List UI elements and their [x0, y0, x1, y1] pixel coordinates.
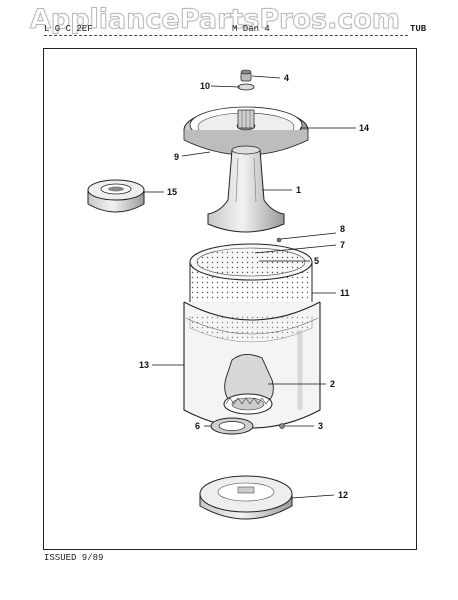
callout-12: 12	[338, 490, 348, 500]
diagram-frame	[43, 48, 417, 550]
callout-8: 8	[340, 224, 345, 234]
part-15-cap-assembly	[87, 179, 145, 213]
callout-5: 5	[314, 256, 319, 266]
callout-3: 3	[318, 421, 323, 431]
part-8-screw	[276, 237, 282, 243]
header-model-middle: M Dan 4	[232, 24, 270, 34]
callout-7: 7	[340, 240, 345, 250]
part-3-screw	[279, 423, 285, 429]
callout-labels: 4 10 14 9 1 15 8 7 5 11 13 2 6 3 12	[139, 73, 369, 500]
callout-15: 15	[167, 187, 177, 197]
header-rule	[44, 35, 408, 36]
part-10-nut	[237, 83, 255, 91]
issued-date: ISSUED 9/89	[44, 553, 104, 563]
part-14-tub-ring	[183, 106, 309, 156]
part-12-tub-base	[199, 475, 293, 520]
header-model-left: L G C 2EF	[44, 24, 93, 34]
part-4-cap	[240, 69, 252, 82]
part-1-agitator-hub	[207, 145, 285, 233]
callout-9: 9	[174, 152, 179, 162]
leader-lines	[144, 75, 356, 499]
callout-6: 6	[195, 421, 200, 431]
watermark-logo: AppliancePartsPros.com	[29, 4, 401, 36]
callout-4: 4	[284, 73, 289, 83]
callout-13: 13	[139, 360, 149, 370]
callout-2: 2	[330, 379, 335, 389]
header-section-title: TUB	[410, 24, 427, 34]
part-2-drain-boot	[223, 354, 274, 415]
part-6-gasket	[210, 417, 254, 435]
callout-14: 14	[359, 123, 369, 133]
callout-10: 10	[200, 81, 210, 91]
callout-11: 11	[340, 288, 350, 298]
callout-1: 1	[296, 185, 301, 195]
